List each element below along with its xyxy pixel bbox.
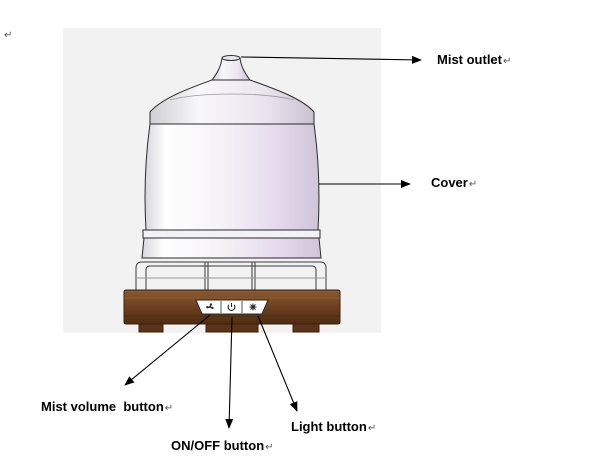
fan-icon[interactable] bbox=[206, 303, 214, 309]
mist-volume-button-label: Mist volume button↵ bbox=[41, 399, 174, 414]
light-icon[interactable] bbox=[249, 303, 257, 311]
light-arrow bbox=[257, 315, 298, 412]
mist-outlet-label: Mist outlet↵ bbox=[437, 52, 512, 67]
light-button-label: Light button↵ bbox=[291, 419, 377, 434]
on-off-arrow bbox=[225, 316, 234, 429]
cover-label: Cover↵ bbox=[431, 175, 478, 190]
cover-rings bbox=[141, 229, 322, 259]
on-off-button-label: ON/OFF button↵ bbox=[171, 438, 274, 453]
mist-outlet-arrow bbox=[240, 55, 422, 64]
paragraph-mark: ↵ bbox=[4, 30, 13, 41]
cover-body bbox=[144, 123, 320, 231]
power-icon[interactable] bbox=[227, 303, 236, 311]
leader-arrows bbox=[124, 55, 422, 429]
mist-volume-arrow bbox=[124, 314, 211, 386]
base-frame bbox=[135, 261, 327, 290]
